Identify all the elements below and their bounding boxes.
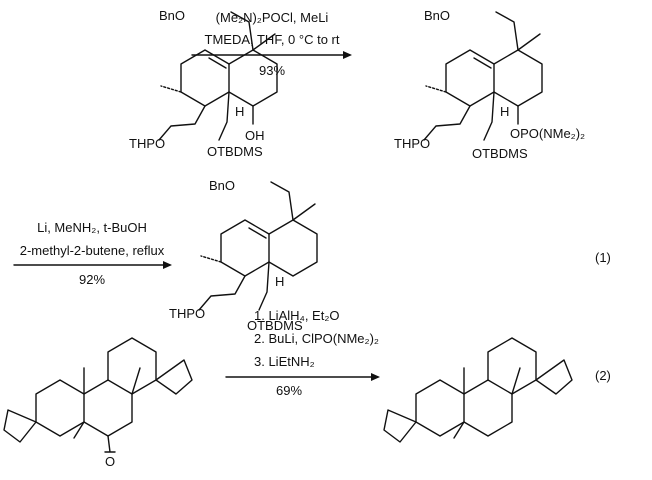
diketal-product: [383, 337, 573, 443]
label-otbdms: OTBDMS: [472, 146, 528, 161]
label-h: H: [500, 104, 509, 119]
equation-number-2: (2): [595, 368, 611, 383]
label-bno: BnO: [209, 178, 235, 193]
reagent-step1-line2: TMEDA, THF, 0 °C to rt: [205, 32, 340, 47]
reagent-step2-line2: 2-methyl-2-butene, reflux: [20, 243, 165, 258]
phosphoramidate-intermediate: BnO THPO H OPO(NMe₂)₂ OTBDMS: [394, 8, 585, 161]
diketal-ketone: O: [3, 337, 193, 469]
yield-step2: 92%: [79, 272, 105, 287]
label-h: H: [275, 274, 284, 289]
reagent-step2-line1: Li, MeNH₂, t-BuOH: [37, 220, 147, 235]
reagent-step1-line1: (Me₂N)₂POCl, MeLi: [216, 10, 329, 25]
yield-step1: 93%: [259, 63, 285, 78]
label-otbdms: OTBDMS: [247, 318, 303, 333]
label-thpo: THPO: [394, 136, 430, 151]
reagent-r2-line2: 2. BuLi, ClPO(NMe₂)₂: [254, 331, 379, 346]
starting-material-1: BnO THPO OH H OTBDMS: [129, 8, 278, 159]
deoxygenated-product: BnO THPO H OTBDMS: [169, 178, 318, 333]
yield-r2: 69%: [276, 383, 302, 398]
label-thpo: THPO: [169, 306, 205, 321]
label-bno: BnO: [159, 8, 185, 23]
label-opo: OPO(NMe₂)₂: [510, 126, 585, 141]
label-bno: BnO: [424, 8, 450, 23]
label-thpo: THPO: [129, 136, 165, 151]
reagent-r2-line3: 3. LiEtNH₂: [254, 354, 315, 369]
reagent-r2-line1: 1. LiAlH₄, Et₂O: [254, 308, 340, 323]
label-oh: OH: [245, 128, 265, 143]
equation-number-1: (1): [595, 250, 611, 265]
label-h: H: [235, 104, 244, 119]
arrow-head-icon: [343, 51, 352, 59]
arrow-head-icon: [163, 261, 172, 269]
label-otbdms: OTBDMS: [207, 144, 263, 159]
label-ketone-o: O: [105, 454, 115, 469]
arrow-head-icon: [371, 373, 380, 381]
